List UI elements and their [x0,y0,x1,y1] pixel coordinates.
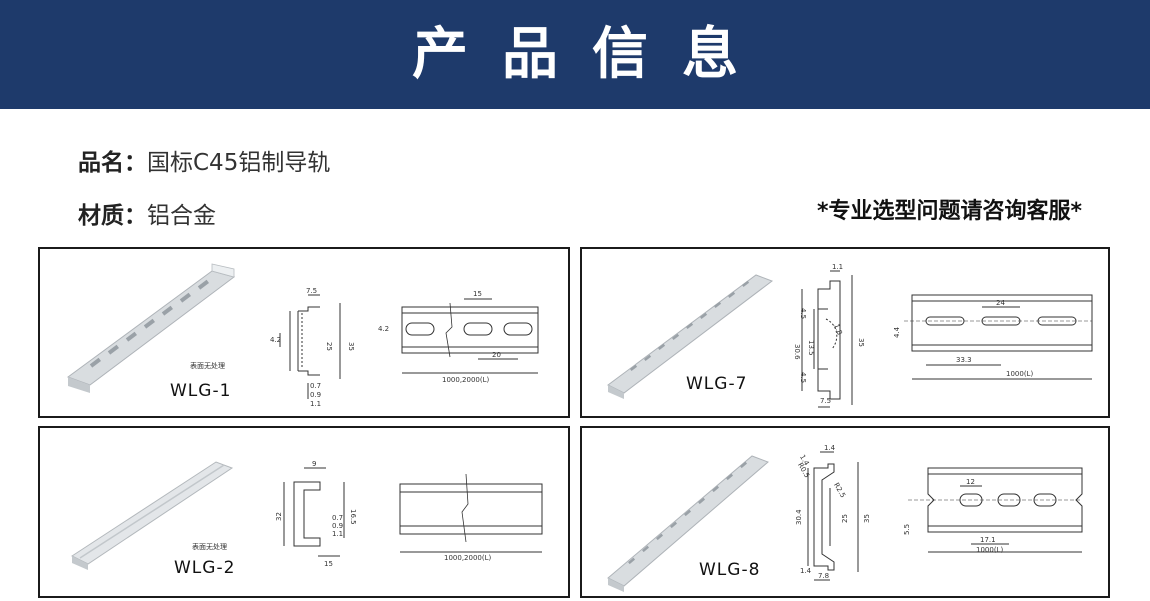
top-view-dims-wlg-1: 15 4.2 20 1000,2000(L) [378,290,501,384]
dim-label: 16.5 [349,509,357,525]
dim-label: 1.8 [832,323,843,336]
product-panel-wlg-7: 1.1 4.5 13.5 30.6 4.5 7.5 35 1.8 24 4.4 … [580,247,1110,418]
dim-label: 9 [312,460,316,468]
rail-photo-wlg-1 [66,263,236,393]
top-view-dims-wlg-7: 24 4.4 33.3 1000(L) [893,299,1033,378]
dim-label: 1.4 [824,444,836,452]
product-name-value: 国标C45铝制导轨 [147,150,331,176]
dim-label: 4.5 [799,308,807,319]
wlg-7-drawings: 1.1 4.5 13.5 30.6 4.5 7.5 35 1.8 24 4.4 … [607,263,1093,408]
page-title: 产品信息 [412,21,772,87]
model-label-wlg-7: WLG-7 [686,374,748,394]
dim-label: 25 [325,342,333,351]
dim-label: 35 [863,514,871,523]
dim-label: 20 [492,351,501,359]
wlg-8-drawings: 1.4 1.4 R0.5 R2.5 30.4 25 35 1.4 7.8 12 … [607,444,1083,592]
material-label: 材质： [78,203,147,229]
header-banner: 产品信息 [0,0,1150,109]
dim-label: 7.5 [306,287,317,295]
profile-drawing-wlg-8 [807,451,859,581]
product-name-label: 品名： [78,150,147,176]
dim-label: 13.5 [807,340,815,356]
dim-label: 15 [324,560,333,568]
profile-drawing-wlg-2 [283,467,345,557]
model-label-wlg-2: WLG-2 [174,558,236,578]
top-view-dims-wlg-2: 1000,2000(L) [444,554,491,562]
dim-label: 1.1 [310,400,321,408]
dim-label: R2.5 [832,481,847,499]
wlg-1-drawings: 7.5 4.2 25 35 0.7 0.9 1.1 15 4.2 20 1000… [66,263,539,408]
profile-dims-wlg-7: 1.1 4.5 13.5 30.6 4.5 7.5 35 1.8 [793,263,865,405]
profile-drawing-wlg-1 [279,294,341,399]
dim-label: 1000,2000(L) [444,554,491,562]
dim-label: 4.4 [893,326,901,338]
model-label-wlg-1: WLG-1 [170,381,232,401]
profile-dims-wlg-1: 7.5 4.2 25 35 0.7 0.9 1.1 [270,287,355,408]
dim-label: 33.3 [956,356,972,364]
dim-label: 35 [347,342,355,351]
rail-photo-wlg-7 [607,274,774,399]
dim-label: 4.5 [799,372,807,383]
rail-photo-wlg-2 [70,461,234,570]
top-view-dims-wlg-8: 12 5.5 17.1 1000(L) [903,478,1003,554]
dim-label: 0.7 [310,382,321,390]
top-view-drawing-wlg-8 [908,467,1083,553]
dim-label: 30.4 [795,509,803,525]
dim-label: 0.7 [332,514,343,522]
dim-label: 1.1 [332,530,343,538]
dim-label: 1000(L) [1006,370,1033,378]
product-panel-wlg-2: 9 32 16.5 0.7 0.9 1.1 15 1000,2000(L) 表面… [38,426,570,598]
model-label-wlg-8: WLG-8 [699,560,761,580]
dim-label: 35 [857,338,865,347]
dim-label: 4.2 [378,325,389,333]
rail-photo-wlg-8 [607,455,769,592]
top-view-drawing-wlg-2 [399,473,543,553]
profile-dims-wlg-8: 1.4 1.4 R0.5 R2.5 30.4 25 35 1.4 7.8 [795,444,871,580]
top-view-drawing-wlg-1 [401,298,539,374]
product-panel-wlg-1: 7.5 4.2 25 35 0.7 0.9 1.1 15 4.2 20 1000… [38,247,570,418]
profile-drawing-wlg-7 [801,270,853,408]
dim-label: 4.2 [270,336,281,344]
dim-label: 1.1 [832,263,843,271]
dim-label: 32 [275,512,283,521]
dim-label: 17.1 [980,536,996,544]
dim-label: 25 [841,514,849,523]
top-view-drawing-wlg-7 [904,294,1093,380]
dim-label: 1.4 [800,567,812,575]
finish-note-wlg-1: 表面无处理 [190,362,225,370]
product-name-line: 品名：国标C45铝制导轨 [78,143,330,177]
dim-label: 24 [996,299,1005,307]
finish-note-wlg-2: 表面无处理 [192,543,227,551]
dim-label: 1000,2000(L) [442,376,489,384]
dim-label: 15 [473,290,482,298]
product-panel-wlg-8: 1.4 1.4 R0.5 R2.5 30.4 25 35 1.4 7.8 12 … [580,426,1110,598]
dim-label: 0.9 [332,522,343,530]
dim-label: 12 [966,478,975,486]
dim-label: 0.9 [310,391,321,399]
profile-dims-wlg-2: 9 32 16.5 0.7 0.9 1.1 15 [275,460,357,568]
dim-label: 7.8 [818,572,829,580]
dim-label: 5.5 [903,524,911,535]
dim-label: 7.5 [820,397,831,405]
dim-label: 1000(L) [976,546,1003,554]
dim-label: 30.6 [793,344,801,360]
material-line: 材质：铝合金 [78,196,216,230]
consult-note: *专业选型问题请咨询客服* [816,199,1082,224]
wlg-2-drawings: 9 32 16.5 0.7 0.9 1.1 15 1000,2000(L) [70,460,543,570]
material-value: 铝合金 [147,203,216,229]
